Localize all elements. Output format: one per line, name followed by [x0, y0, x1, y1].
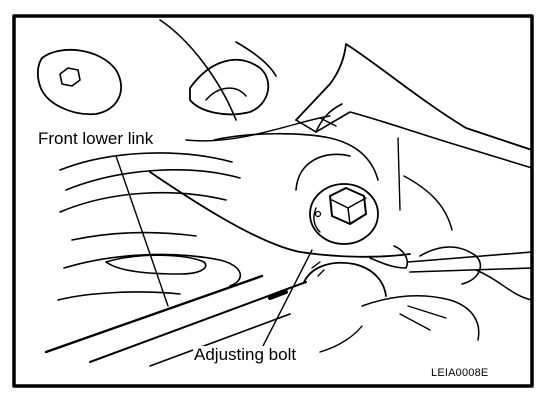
right-fitting — [419, 246, 482, 285]
spring-arc-6 — [57, 291, 181, 301]
label-adjusting-bolt: Adjusting bolt — [193, 345, 298, 364]
bracket-lower-edge — [315, 111, 533, 169]
knuckle-rib — [397, 137, 401, 211]
upper-contour-a — [159, 19, 237, 121]
bolt-scale-mark — [314, 210, 322, 218]
link-rod — [149, 171, 411, 258]
bolt-washer — [309, 183, 379, 245]
small-nut — [59, 67, 81, 87]
spring-arc-3 — [59, 191, 227, 213]
leader-front-lower-link-b — [115, 155, 169, 307]
bracket-top — [295, 43, 533, 151]
link-arm-edge-c — [149, 313, 291, 367]
knuckle-right — [403, 175, 453, 231]
pipe-a — [407, 251, 533, 263]
leader-front-lower-link — [185, 115, 331, 142]
cam-marks — [311, 261, 325, 277]
right-contour-a — [475, 269, 533, 301]
bracket-detail — [319, 117, 337, 127]
right-contour-b — [361, 295, 480, 341]
knuckle-boss — [295, 153, 351, 191]
upper-body-curve — [189, 59, 270, 116]
round-component — [36, 48, 122, 116]
leader-adjusting-bolt-b — [319, 325, 363, 353]
spring-arc-4 — [71, 231, 197, 241]
bolt-hex-facets — [331, 197, 367, 225]
spring-arc-1 — [59, 152, 233, 171]
pipe-b — [409, 267, 533, 273]
spring-arc-5 — [63, 253, 241, 287]
leader-adjusting-bolt — [261, 249, 313, 349]
figure-frame — [12, 14, 534, 388]
upper-body-inner — [205, 87, 247, 101]
bolt-hex-head — [329, 187, 367, 225]
spring-seat — [105, 254, 207, 275]
eccentric-cam — [303, 261, 387, 297]
spring-arc-2 — [65, 169, 241, 191]
upper-contour-b — [235, 41, 277, 77]
bolt-scale-arc — [313, 207, 321, 233]
pipe-loop — [369, 245, 409, 269]
link-arm-edge-b — [89, 281, 307, 363]
label-front-lower-link: Front lower link — [37, 129, 155, 148]
knuckle-top — [213, 132, 379, 181]
link-arm-edge-a — [44, 274, 264, 354]
link-arm-mark — [268, 290, 288, 300]
right-contour-c — [399, 305, 447, 331]
figure-code: LEIA0008E — [431, 367, 489, 379]
